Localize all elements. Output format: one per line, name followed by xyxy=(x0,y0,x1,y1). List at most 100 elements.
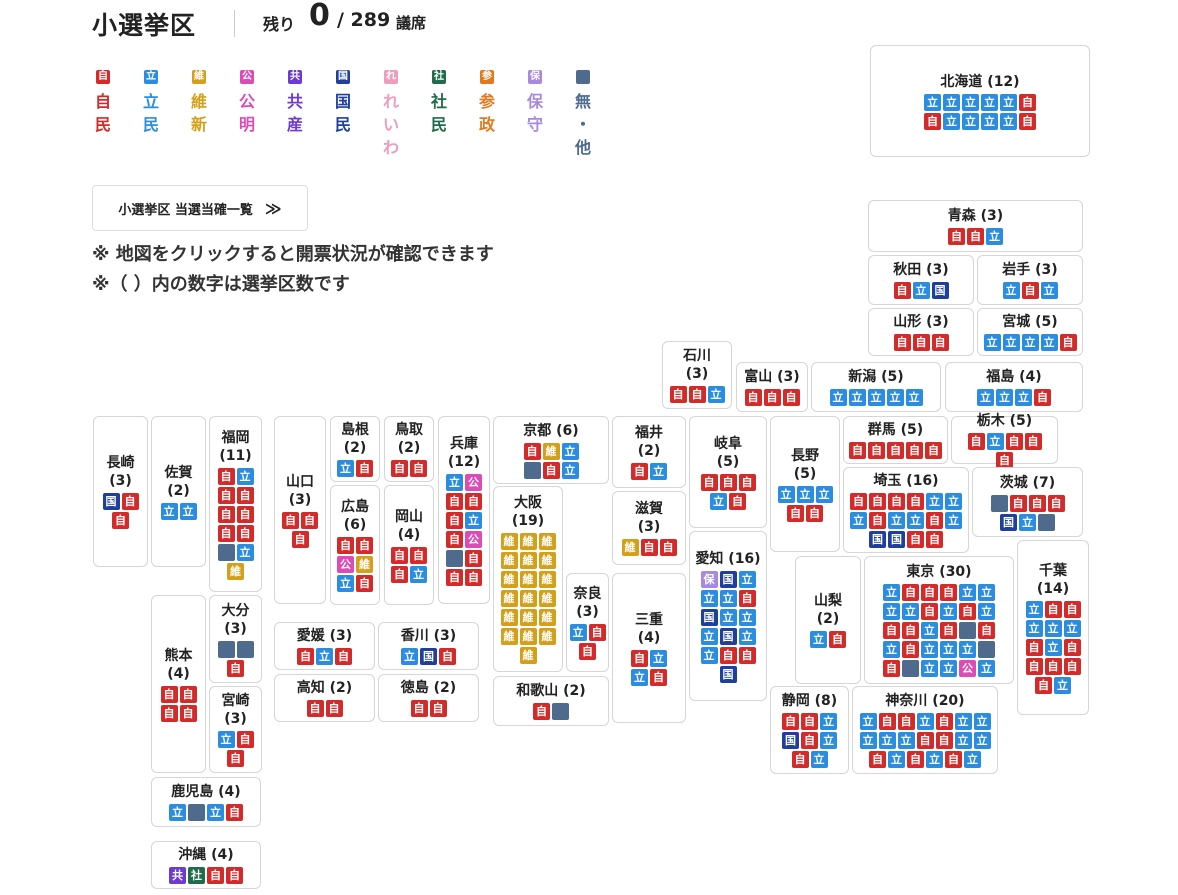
seat-hiroshima-1: 自 xyxy=(337,537,354,554)
seat-tokyo-27: 立 xyxy=(921,660,938,677)
header-divider xyxy=(234,10,235,37)
prefecture-akita[interactable]: 秋田 (3)自立国 xyxy=(868,255,974,305)
seat-grid-fukuoka: 自立自自自自自自立維 xyxy=(217,467,254,580)
seat-kanagawa-19: 自 xyxy=(945,751,962,768)
prefecture-miyagi[interactable]: 宮城 (5)立立立立自 xyxy=(977,308,1083,356)
seat-tokyo-29: 公 xyxy=(959,660,976,677)
prefecture-saitama[interactable]: 埼玉 (16)自自自自立立立自立立自立国国自自 xyxy=(843,467,969,553)
seat-kagoshima-3: 立 xyxy=(207,804,224,821)
prefecture-gifu[interactable]: 岐阜 (5)自自自立自 xyxy=(689,416,767,528)
seat-kanagawa-12: 自 xyxy=(935,732,953,749)
prefecture-ibaraki[interactable]: 茨城 (7)自自自国立 xyxy=(972,467,1083,537)
prefecture-yamanashi[interactable]: 山梨 (2)立自 xyxy=(795,556,861,684)
prefecture-okinawa[interactable]: 沖縄 (4)共社自自 xyxy=(151,841,261,889)
seat-chiba-1: 立 xyxy=(1025,600,1043,618)
prefecture-yamagata[interactable]: 山形 (3)自自自 xyxy=(868,308,974,356)
legend-name-ishin: 維 新 xyxy=(190,92,207,134)
legend-name-reiwa: れ い わ xyxy=(382,92,399,157)
seat-kagawa-3: 自 xyxy=(439,648,456,665)
seat-saitama-4: 自 xyxy=(907,493,924,510)
prefecture-iwate[interactable]: 岩手 (3)立自立 xyxy=(977,255,1083,305)
prefecture-kagoshima[interactable]: 鹿児島 (4)立立自 xyxy=(151,777,261,827)
prefecture-gunma[interactable]: 群馬 (5)自自自自自 xyxy=(843,416,948,464)
prefecture-name-aichi: 愛知 (16) xyxy=(695,550,761,567)
prefecture-ishikawa[interactable]: 石川 (3)自自立 xyxy=(662,341,732,409)
seat-kyoto-2: 維 xyxy=(542,442,560,460)
prefecture-okayama[interactable]: 岡山 (4)自自自立 xyxy=(384,485,434,605)
seat-fukuoka-3: 自 xyxy=(217,486,235,504)
seat-hyogo-3: 自 xyxy=(446,492,463,510)
seat-kagoshima-1: 立 xyxy=(169,804,186,821)
seat-grid-shiga: 維自自 xyxy=(621,539,677,556)
prefecture-kanagawa[interactable]: 神奈川 (20)立自自立自立立立立立自自立立自立自立自立 xyxy=(852,686,998,774)
prefecture-tokushima[interactable]: 徳島 (2)自自 xyxy=(378,674,479,722)
prefecture-aomori[interactable]: 青森 (3)自自立 xyxy=(868,200,1083,252)
prefecture-name-kochi: 高知 (2) xyxy=(296,680,353,696)
prefecture-nagasaki[interactable]: 長崎 (3)国自自 xyxy=(93,416,148,567)
prefecture-miyazaki[interactable]: 宮崎 (3)立自自 xyxy=(209,686,262,773)
seat-fukuoka-10: 立 xyxy=(236,543,254,561)
seat-ishikawa-1: 自 xyxy=(669,386,687,403)
seat-toyama-1: 自 xyxy=(744,389,762,406)
seat-hyogo-7: 自 xyxy=(446,530,463,548)
seat-ehime-1: 自 xyxy=(297,648,314,665)
seat-saitama-13: 国 xyxy=(869,531,886,548)
seat-tokyo-3: 自 xyxy=(921,584,938,601)
prefecture-toyama[interactable]: 富山 (3)自自自 xyxy=(736,362,808,412)
legend-name-jimin: 自 民 xyxy=(94,92,111,134)
seat-aichi-13: 立 xyxy=(700,646,718,664)
prefecture-kagawa[interactable]: 香川 (3)立国自 xyxy=(378,622,479,670)
seat-tochigi-4: 自 xyxy=(1024,432,1042,450)
seat-grid-kyoto: 自維立自立 xyxy=(523,442,579,479)
seat-chiba-3: 自 xyxy=(1063,600,1081,618)
seat-saitama-9: 立 xyxy=(888,512,905,529)
prefecture-saga[interactable]: 佐賀 (2)立立 xyxy=(151,416,206,567)
prefecture-fukuoka[interactable]: 福岡 (11)自立自自自自自自立維 xyxy=(209,416,262,592)
seat-kumamoto-2: 自 xyxy=(179,685,197,703)
seat-nara-3: 自 xyxy=(579,643,596,660)
prefecture-wakayama[interactable]: 和歌山 (2)自 xyxy=(493,676,609,726)
seat-aichi-5: 立 xyxy=(719,589,737,607)
prefecture-mie[interactable]: 三重 (4)自立立自 xyxy=(612,573,686,723)
seat-tokushima-1: 自 xyxy=(410,700,428,717)
legend-badge-rikken: 立 xyxy=(144,70,158,84)
seat-osaka-2: 維 xyxy=(519,533,537,550)
prefecture-nagano[interactable]: 長野 (5)立立立自自 xyxy=(770,416,840,552)
prefecture-name-ibaraki: 茨城 (7) xyxy=(999,474,1056,491)
prefecture-shiga[interactable]: 滋賀 (3)維自自 xyxy=(612,491,686,565)
prefecture-fukushima[interactable]: 福島 (4)立立立自 xyxy=(945,362,1083,412)
prefecture-hokkaido[interactable]: 北海道 (12)立立立立立自自立立立立自 xyxy=(870,45,1090,157)
seat-tokyo-22: 立 xyxy=(940,641,957,658)
seat-fukuoka-8: 自 xyxy=(236,524,254,542)
seat-gunma-4: 自 xyxy=(906,442,923,459)
seat-grid-saga: 立立 xyxy=(160,502,197,520)
prefecture-hiroshima[interactable]: 広島 (6)自自公維立自 xyxy=(330,485,380,605)
prefecture-niigata[interactable]: 新潟 (5)立立立立立 xyxy=(811,362,941,412)
prefecture-ehime[interactable]: 愛媛 (3)自立自 xyxy=(274,622,375,670)
prefecture-tochigi[interactable]: 栃木 (5)自立自自自 xyxy=(951,413,1058,469)
seat-osaka-10: 維 xyxy=(500,590,518,607)
prefecture-aichi[interactable]: 愛知 (16)保国立立立自国立立立国立立自自国 xyxy=(689,531,767,701)
prefecture-osaka[interactable]: 大阪 (19)維維維維維維維維維維維維維維維維維維維 xyxy=(493,486,563,672)
prefecture-tottori[interactable]: 鳥取 (2)自自 xyxy=(384,416,434,482)
prefecture-kumamoto[interactable]: 熊本 (4)自自自自 xyxy=(151,595,206,773)
seat-grid-ehime: 自立自 xyxy=(297,648,352,665)
seat-grid-fukushima: 立立立自 xyxy=(977,389,1051,406)
prefecture-shimane[interactable]: 島根 (2)立自 xyxy=(330,416,380,482)
prefecture-kochi[interactable]: 高知 (2)自自 xyxy=(274,674,375,722)
prefecture-fukui[interactable]: 福井 (2)自立 xyxy=(612,416,686,488)
prefecture-yamaguchi[interactable]: 山口 (3)自自自 xyxy=(274,416,326,604)
prefecture-kyoto[interactable]: 京都 (6)自維立自立 xyxy=(493,416,609,484)
prefecture-hyogo[interactable]: 兵庫 (12)立公自自自立自公自自自 xyxy=(438,416,490,604)
prefecture-oita[interactable]: 大分 (3)自 xyxy=(209,595,262,683)
seat-toyama-3: 自 xyxy=(782,389,800,406)
winners-list-button[interactable]: 小選挙区 当選当確一覧 ≫ xyxy=(92,185,308,231)
prefecture-nara[interactable]: 奈良 (3)立自自 xyxy=(566,573,609,672)
seat-akita-2: 立 xyxy=(912,282,930,299)
seat-yamaguchi-1: 自 xyxy=(282,511,299,529)
seat-kagawa-1: 立 xyxy=(401,648,418,665)
prefecture-tokyo[interactable]: 東京 (30)立自自自立立立立自立自立自自立自自立自立立立自立立公立 xyxy=(864,556,1014,684)
seat-gunma-2: 自 xyxy=(868,442,885,459)
prefecture-chiba[interactable]: 千葉 (14)立自自立立立自立自自自自自立 xyxy=(1017,540,1089,715)
prefecture-shizuoka[interactable]: 静岡 (8)自自立国自立自立 xyxy=(770,686,849,774)
